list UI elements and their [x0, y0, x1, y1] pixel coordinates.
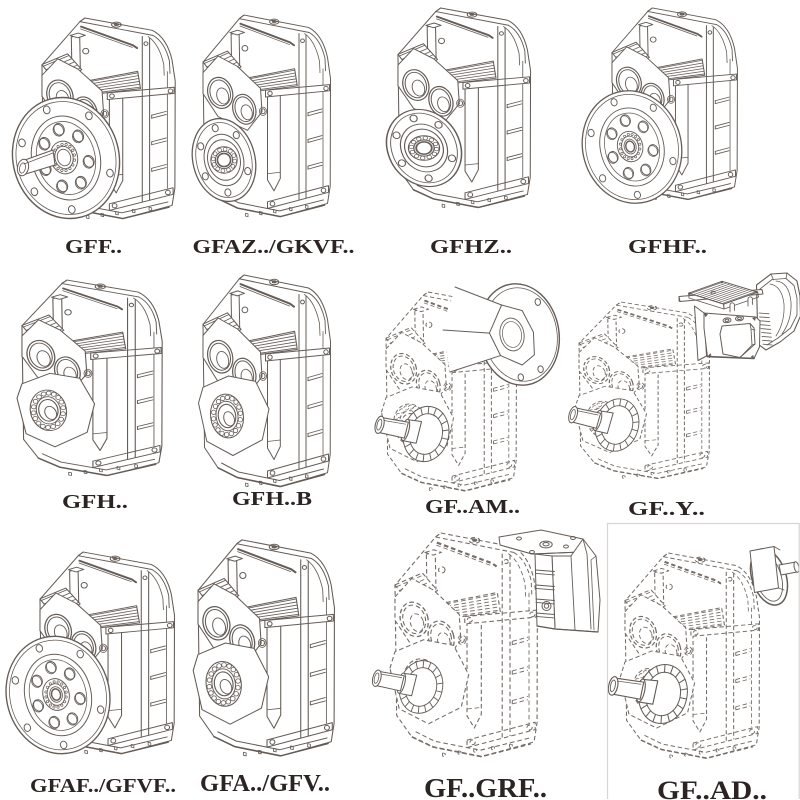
svg-text:GFH..B: GFH..B — [232, 488, 312, 510]
svg-text:GFAF../GFVF..: GFAF../GFVF.. — [30, 775, 176, 797]
svg-text:GFHZ..: GFHZ.. — [430, 236, 512, 258]
svg-text:GF..AD..: GF..AD.. — [657, 776, 767, 800]
svg-text:GF..Y..: GF..Y.. — [628, 498, 705, 520]
svg-text:GFHF..: GFHF.. — [628, 236, 707, 258]
svg-text:GFH..: GFH.. — [62, 491, 128, 513]
svg-text:GFAZ../GKVF..: GFAZ../GKVF.. — [193, 236, 355, 258]
svg-text:GF..AM..: GF..AM.. — [425, 496, 520, 518]
svg-text:GFF..: GFF.. — [65, 236, 122, 258]
svg-text:GFA../GFV..: GFA../GFV.. — [200, 771, 330, 797]
svg-text:GF..GRF..: GF..GRF.. — [424, 773, 547, 800]
